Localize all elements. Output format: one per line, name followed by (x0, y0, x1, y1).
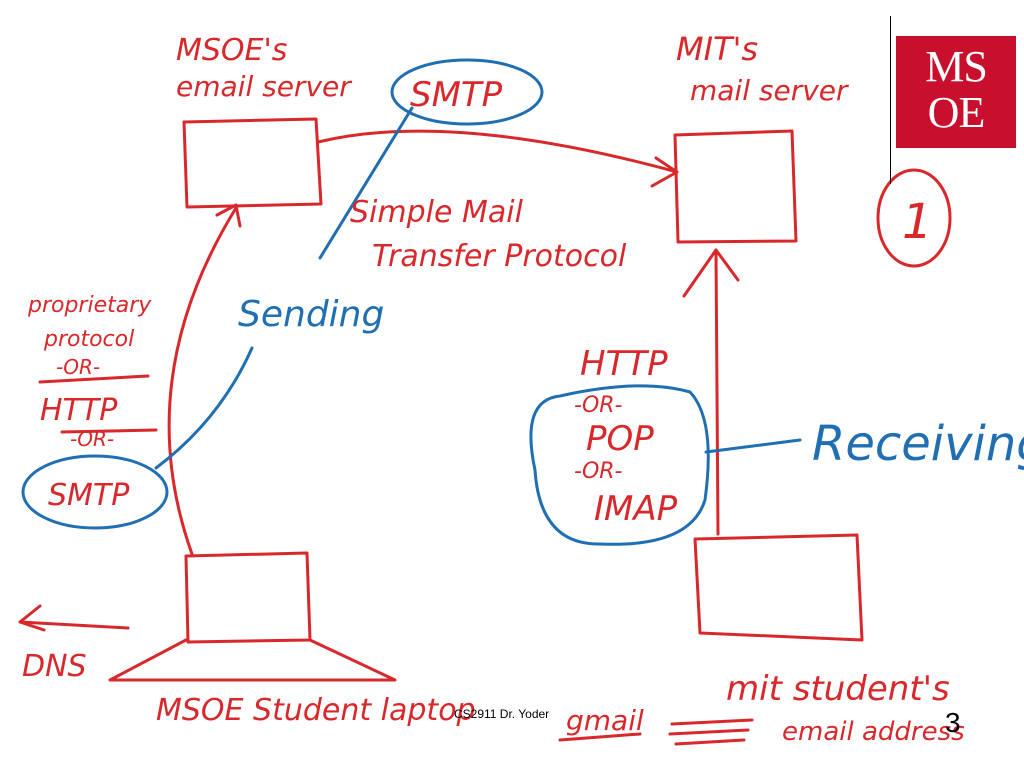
circled-number (876, 168, 952, 268)
mit-server-label-2: mail server (690, 74, 849, 107)
mit-student-label: mit student's (726, 669, 950, 709)
circled-number-text: 1 (902, 194, 933, 250)
msoe-logo-text: MS OE (896, 44, 1016, 136)
sending-label: Sending (238, 294, 384, 335)
laptop-arrowhead (215, 203, 242, 228)
page-number: 3 (945, 707, 961, 738)
left-or-dash-1 (38, 374, 150, 384)
mit-student-box (693, 533, 864, 642)
msoe-logo: MS OE (896, 36, 1016, 148)
smtp-top-circle (390, 58, 544, 126)
dns-arrow (18, 604, 130, 632)
left-or-dash-2 (60, 428, 158, 434)
logo-line-1: MS (925, 42, 988, 91)
smtp-left-circle (21, 454, 169, 530)
right-protocol-2: -OR- (574, 393, 623, 418)
server-to-server-arrow (316, 129, 679, 174)
left-protocol-2: protocol (43, 327, 134, 352)
sending-line-bottom (154, 346, 254, 470)
left-protocol-1: proprietary (27, 293, 152, 318)
server-arrowhead (650, 156, 679, 188)
smtp-expansion-1: Simple Mail (350, 195, 524, 230)
footer-course-text: CS2911 Dr. Yoder (454, 707, 550, 721)
msoe-server-box (182, 117, 323, 209)
receiving-line (704, 438, 802, 454)
left-protocol-4: HTTP (40, 393, 118, 428)
msoe-laptop-base (108, 638, 397, 682)
gmail-underline (558, 732, 642, 742)
gmail-label: gmail (566, 704, 644, 737)
mit-box-to-server-arrow (714, 248, 720, 536)
header-divider (890, 16, 891, 184)
right-protocol-circle (529, 384, 710, 546)
logo-line-2: OE (927, 88, 986, 137)
mit-arrowhead (682, 248, 740, 298)
left-protocol-3: -OR- (56, 355, 100, 379)
sending-line-top (318, 106, 414, 260)
right-protocol-3: POP (586, 419, 654, 459)
receiving-label: Receiving (812, 416, 1024, 472)
smtp-expansion-2: Transfer Protocol (372, 239, 627, 274)
right-protocol-1: HTTP (580, 344, 668, 384)
mit-address-label: email address (782, 717, 965, 747)
laptop-to-server-arrow (167, 206, 238, 556)
mit-server-box (673, 129, 798, 244)
msoe-laptop-screen (184, 551, 312, 644)
left-protocol-5: -OR- (70, 427, 114, 451)
left-protocol-6: SMTP (48, 478, 130, 513)
msoe-laptop-label: MSOE Student laptop (156, 693, 476, 728)
dns-label: DNS (22, 649, 87, 684)
crossed-out-scribble (668, 718, 754, 746)
right-protocol-5: IMAP (594, 489, 678, 529)
msoe-server-label-2: email server (176, 70, 352, 103)
mit-server-label-1: MIT's (676, 30, 758, 68)
msoe-server-label-1: MSOE's (176, 33, 287, 68)
smtp-top-label: SMTP (410, 75, 503, 115)
right-protocol-4: -OR- (574, 459, 623, 484)
